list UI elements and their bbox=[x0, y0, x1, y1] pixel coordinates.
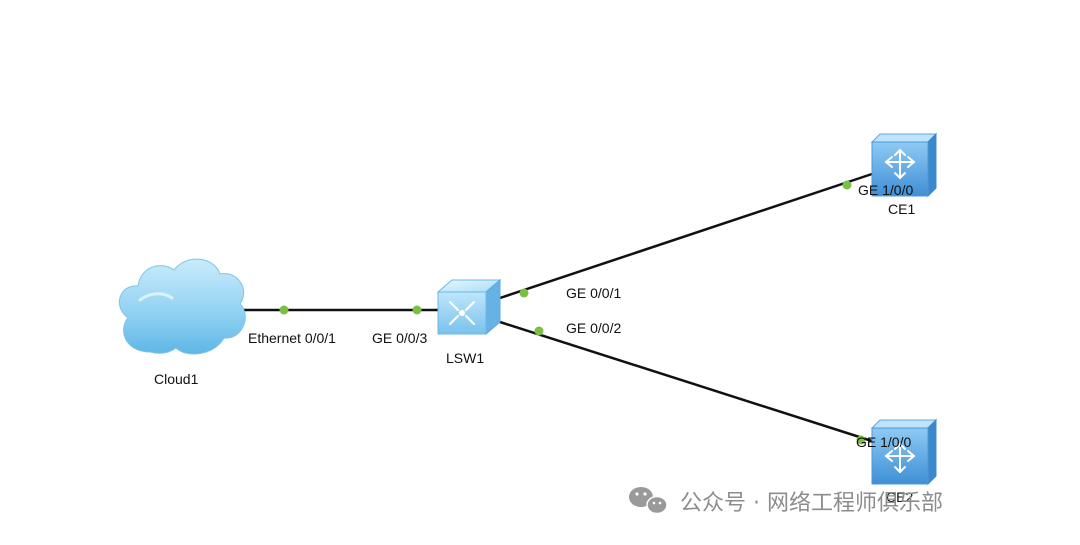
port-label-cloud-eth: Ethernet 0/0/1 bbox=[248, 330, 336, 346]
switch-icon[interactable] bbox=[436, 278, 502, 336]
port-dot-lsw-ge003[interactable] bbox=[412, 305, 422, 315]
router-icon-ce1[interactable] bbox=[870, 132, 938, 198]
link-lsw1-ce2[interactable] bbox=[499, 320, 873, 443]
port-dot-lsw-ge001[interactable] bbox=[519, 288, 529, 298]
cloud-icon[interactable] bbox=[118, 258, 246, 355]
port-label-lsw-ge001: GE 0/0/1 bbox=[566, 285, 621, 301]
watermark-text: 公众号 · 网络工程师俱乐部 bbox=[680, 491, 943, 516]
link-lsw1-ce1[interactable] bbox=[499, 172, 873, 300]
port-label-ce1-ge100: GE 1/0/0 bbox=[858, 182, 913, 198]
cloud1-label: Cloud1 bbox=[154, 371, 199, 387]
router-icon-ce2[interactable] bbox=[870, 418, 938, 486]
lsw1-label: LSW1 bbox=[446, 350, 484, 366]
port-dot-lsw-ge002[interactable] bbox=[534, 326, 544, 336]
wechat-icon bbox=[629, 487, 668, 515]
port-dot-ce1-ge100[interactable] bbox=[842, 180, 852, 190]
port-label-ce2-ge100: GE 1/0/0 bbox=[856, 434, 911, 450]
port-label-lsw-ge002: GE 0/0/2 bbox=[566, 320, 621, 336]
ce2-label: CE2 bbox=[886, 489, 913, 505]
port-dot-cloud-eth[interactable] bbox=[279, 305, 289, 315]
port-label-lsw-ge003: GE 0/0/3 bbox=[372, 330, 427, 346]
port-dot-ce2-ge100[interactable] bbox=[856, 435, 866, 445]
ce1-label: CE1 bbox=[888, 201, 915, 217]
